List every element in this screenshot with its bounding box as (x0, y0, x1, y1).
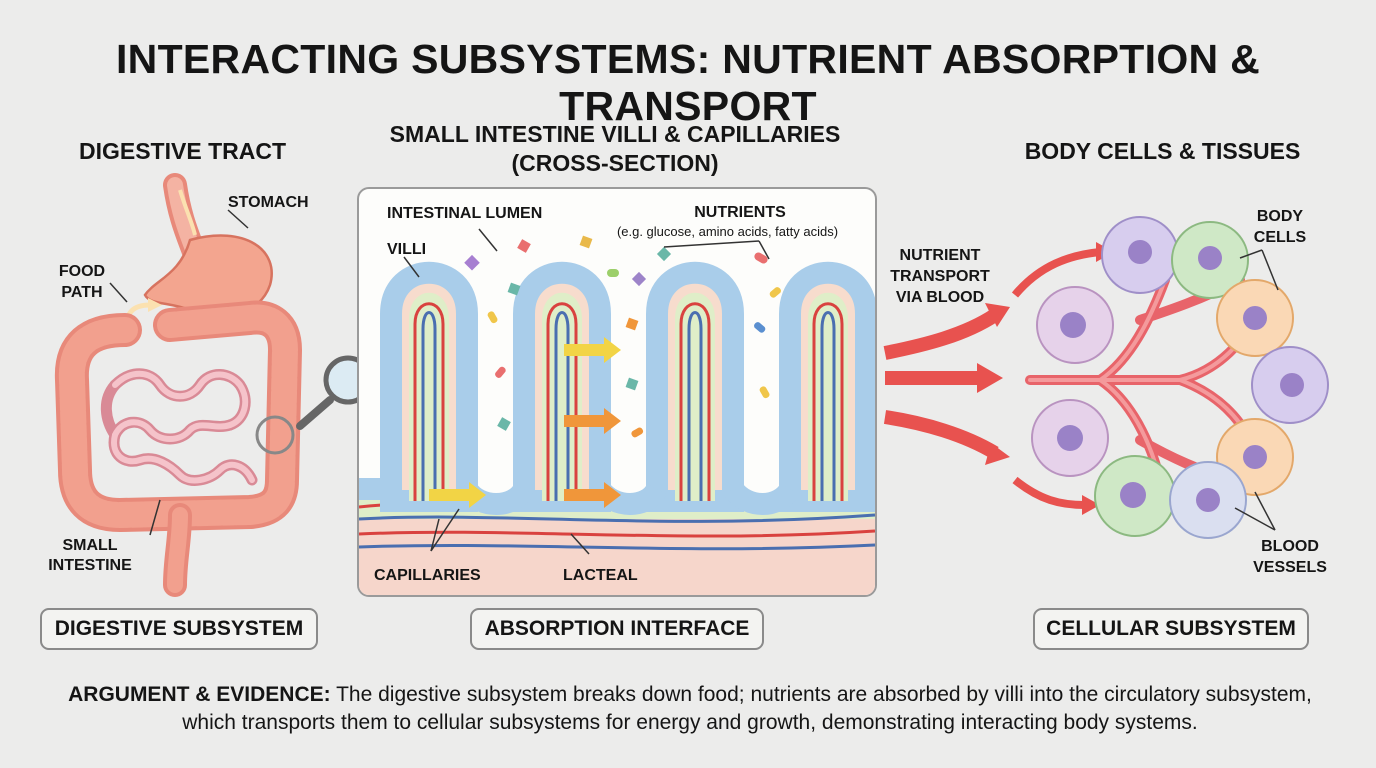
argument-lead: ARGUMENT & EVIDENCE: (68, 683, 331, 706)
absorption-arrow (429, 482, 486, 508)
villus (513, 261, 611, 512)
body-cells-heading: BODY CELLS & TISSUES (1024, 138, 1301, 164)
intestinal-lumen-label: INTESTINAL LUMEN (387, 205, 543, 222)
nutrients-examples-label: (e.g. glucose, amino acids, fatty acids) (616, 224, 839, 239)
digestive-tract-heading: DIGESTIVE TRACT (78, 138, 286, 164)
body-cell (1094, 455, 1176, 537)
zoom-circle (255, 415, 295, 455)
nutrients-label: NUTRIENTS (694, 204, 786, 221)
transport-arrow (883, 410, 1010, 465)
body-cell (1216, 279, 1294, 357)
body-cell (1101, 216, 1179, 294)
body-cell (1171, 221, 1249, 299)
absorption-interface-badge: ABSORPTION INTERFACE (470, 608, 764, 650)
small-intestine-label-2: INTESTINE (48, 557, 132, 574)
digestive-subsystem-badge: DIGESTIVE SUBSYSTEM (40, 608, 318, 650)
food-path-label-1: FOOD (58, 263, 106, 280)
magnifier-handle-icon (296, 396, 334, 430)
transport-label-1: NUTRIENT (899, 247, 981, 264)
body-cells-label-1: BODY (1256, 208, 1304, 225)
transport-arrows (883, 303, 1010, 465)
transport-arrow (885, 363, 1003, 393)
small-intestine-label-1: SMALL (62, 537, 118, 554)
food-path-arrow (178, 189, 197, 236)
body-cell (1251, 346, 1329, 424)
food-path-label-2: PATH (61, 284, 103, 301)
lacteal-label: LACTEAL (563, 567, 638, 584)
body-cells-label-2: CELLS (1253, 229, 1307, 246)
capillaries-label: CAPILLARIES (374, 567, 481, 584)
villi-cross-section-panel (357, 187, 877, 597)
stomach-label: STOMACH (228, 194, 309, 211)
body-cell (1036, 286, 1114, 364)
villus (646, 261, 744, 512)
villus (779, 261, 875, 512)
body-cell (1031, 399, 1109, 477)
villi-heading-line1: SMALL INTESTINE VILLI & CAPILLARIES (389, 121, 841, 147)
argument-paragraph: ARGUMENT & EVIDENCE: The digestive subsy… (40, 681, 1340, 737)
absorption-arrow (564, 482, 621, 508)
argument-text: The digestive subsystem breaks down food… (182, 683, 1312, 734)
body-cell (1169, 461, 1247, 539)
villi-heading-line2: (CROSS-SECTION) (511, 150, 719, 176)
absorption-arrow (564, 337, 621, 363)
page-title: INTERACTING SUBSYSTEMS: NUTRIENT ABSORPT… (115, 36, 1261, 129)
villus (380, 261, 478, 512)
blood-vessels-label-1: BLOOD (1261, 538, 1319, 555)
blood-vessels-label-2: VESSELS (1253, 559, 1327, 576)
villi-illustration (359, 228, 875, 595)
cellular-subsystem-badge: CELLULAR SUBSYSTEM (1033, 608, 1309, 650)
absorption-arrow (564, 408, 621, 434)
body-cells-illustration (1011, 216, 1329, 539)
transport-label-3: VIA BLOOD (895, 289, 985, 306)
transport-label-2: TRANSPORT (890, 268, 990, 285)
transport-arrow (883, 303, 1010, 360)
villi-label: VILLI (387, 241, 427, 258)
